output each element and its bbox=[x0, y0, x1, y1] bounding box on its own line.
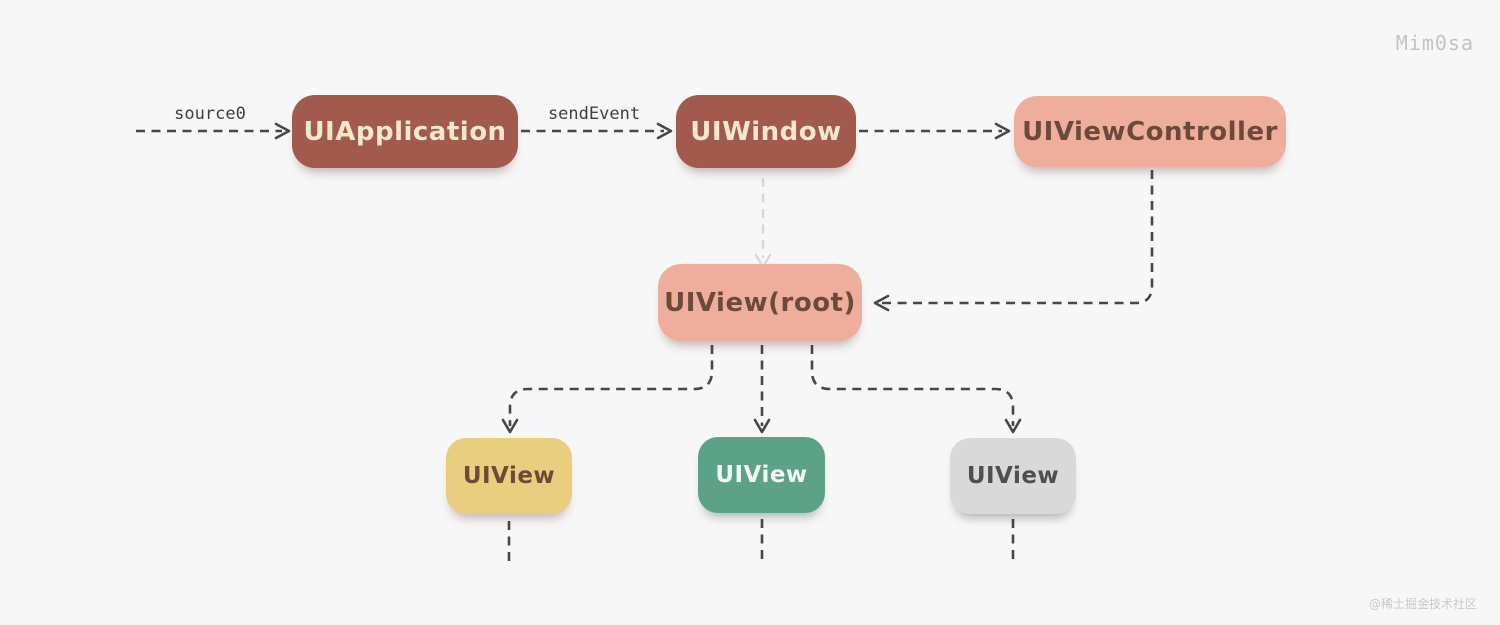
arrow-uiview-root-to-uiview-center bbox=[753, 345, 771, 434]
arrow-uiwindow-to-uiviewcontroller bbox=[859, 122, 1011, 140]
node-uiapplication: UIApplication bbox=[292, 95, 518, 168]
arrow-uiview-root-to-uiview-right bbox=[810, 345, 1022, 434]
node-uiview-root: UIView(root) bbox=[658, 264, 862, 341]
arrow-uiview-root-to-uiview-left bbox=[501, 345, 714, 434]
arrow-source0-to-uiapplication bbox=[136, 122, 291, 140]
node-uiviewcontroller: UIViewController bbox=[1014, 96, 1286, 167]
edge-label-source0: source0 bbox=[174, 104, 246, 124]
node-uiwindow: UIWindow bbox=[676, 95, 856, 168]
edge-label-sendevent: sendEvent bbox=[547, 104, 641, 124]
arrow-uiwindow-to-uiview-root bbox=[754, 178, 772, 269]
node-uiview-child-left: UIView bbox=[446, 438, 572, 514]
watermark-community: @稀土掘金技术社区 bbox=[1368, 597, 1477, 611]
arrow-uiviewcontroller-to-uiview-root bbox=[873, 170, 1154, 312]
node-uiview-child-right: UIView bbox=[950, 438, 1076, 514]
watermark-author: Mim0sa bbox=[1395, 31, 1474, 55]
node-uiview-child-center: UIView bbox=[698, 437, 825, 513]
arrow-uiapplication-to-uiwindow bbox=[521, 122, 673, 140]
